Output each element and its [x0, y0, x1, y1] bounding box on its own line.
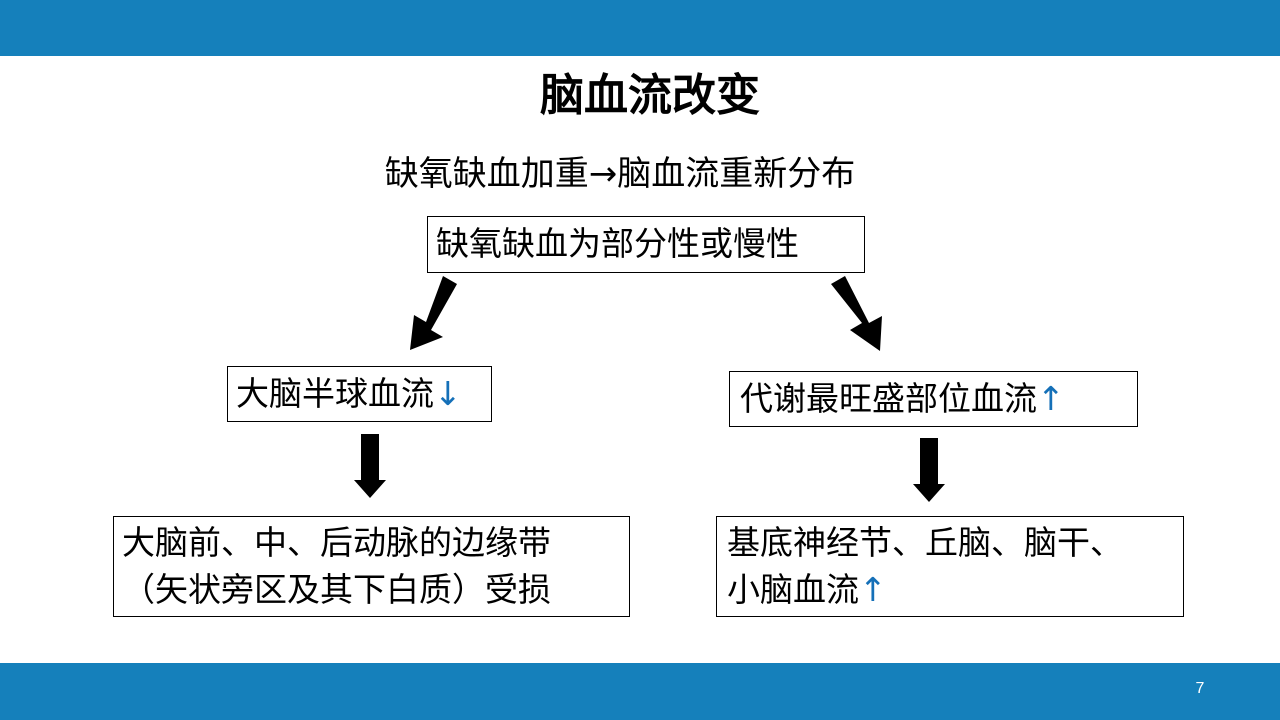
arrow-down-left-icon	[410, 276, 457, 350]
metabolic-flow-text: 代谢最旺盛部位血流	[740, 379, 1037, 418]
hemisphere-flow-box: 大脑半球血流↓	[227, 366, 492, 422]
up-arrow-icon: ↑	[1037, 379, 1065, 418]
root-cause-box: 缺氧缺血为部分性或慢性	[427, 216, 865, 273]
border-zone-line-1: 大脑前、中、后动脉的边缘带	[122, 523, 551, 562]
metabolic-flow-box: 代谢最旺盛部位血流↑	[729, 371, 1138, 427]
up-arrow-icon: ↑	[859, 570, 887, 609]
page-number: 7	[1195, 680, 1205, 697]
slide-subtitle: 缺氧缺血加重→脑血流重新分布	[384, 154, 856, 194]
arrow-down-icon	[913, 438, 945, 502]
root-cause-text: 缺氧缺血为部分性或慢性	[436, 224, 799, 263]
border-zone-line-2: （矢状旁区及其下白质）受损	[122, 570, 551, 609]
arrow-down-right-icon	[831, 276, 882, 351]
deep-structures-line-1: 基底神经节、丘脑、脑干、	[727, 523, 1123, 562]
down-arrow-icon: ↓	[434, 374, 462, 413]
hemisphere-flow-text: 大脑半球血流	[236, 374, 434, 413]
header-bar	[0, 0, 1280, 56]
deep-structures-flow-box: 基底神经节、丘脑、脑干、 小脑血流↑	[716, 516, 1184, 617]
border-zone-injury-box: 大脑前、中、后动脉的边缘带 （矢状旁区及其下白质）受损	[113, 516, 630, 617]
deep-structures-line-2: 小脑血流	[727, 570, 859, 609]
slide-title: 脑血流改变	[540, 70, 760, 121]
footer-bar	[0, 663, 1280, 720]
arrow-down-icon	[354, 434, 386, 498]
